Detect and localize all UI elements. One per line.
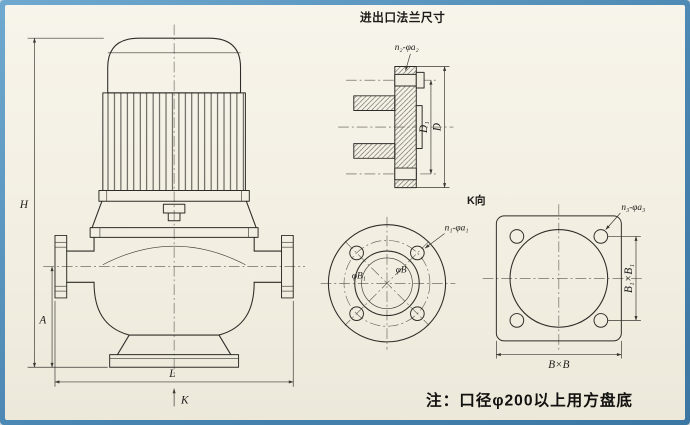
flange-bolt <box>415 71 425 89</box>
base-bolt-hole <box>509 229 525 244</box>
dim-phiB1-label: φB₁ <box>352 271 366 281</box>
bolt-hole <box>410 245 425 261</box>
bolt-hole <box>410 306 425 321</box>
flange-bolt-callout: n₂-φa₂ <box>395 43 419 53</box>
base-bolt-hole <box>593 229 609 244</box>
pump-front-view: H A L K <box>19 24 305 406</box>
motor <box>98 37 250 202</box>
bolt-hole <box>349 306 364 321</box>
pump-casing <box>89 227 259 368</box>
bolt-hole <box>349 245 364 261</box>
dimension-A: A <box>38 266 54 368</box>
base-bolt-callout: n₃-φa₃ <box>621 203 645 213</box>
pump-technical-drawing: H A L K 进出口法兰尺寸 <box>19 11 645 410</box>
suction-flange <box>54 234 95 299</box>
base-plate <box>109 354 240 368</box>
view-K-label: K <box>180 394 189 406</box>
dim-D-label: D <box>432 123 444 132</box>
raised-face <box>415 105 423 150</box>
dim-D1-label: D₁ <box>418 121 430 134</box>
base-bolt-hole <box>593 313 609 328</box>
dimension-L: L <box>54 300 294 387</box>
note-text: 注：口径φ200以上用方盘底 <box>426 390 633 409</box>
note-block: 注：口径φ200以上用方盘底 <box>426 390 633 409</box>
k-view-title: K向 <box>467 194 485 207</box>
dim-BxB-label: B×B <box>548 359 569 371</box>
dim-A-label: A <box>38 314 46 326</box>
base-square <box>495 215 622 342</box>
view-K-arrow: K <box>172 388 189 406</box>
dim-H-label: H <box>19 199 29 211</box>
motor-bracket <box>91 200 257 229</box>
dim-B1xB1-label: B₁×B₁ <box>623 264 635 293</box>
dim-phiB-label: φB <box>396 266 407 276</box>
dim-L-label: L <box>168 368 175 380</box>
flange-section-view: 进出口法兰尺寸 n₂-φa₂ D₁ D <box>338 11 454 189</box>
drawing-paper: H A L K 进出口法兰尺寸 <box>5 5 685 420</box>
dimension-H: H <box>19 37 108 368</box>
k-view-bolt-callout: n₁-φa₁ <box>445 224 469 234</box>
flange-section-title: 进出口法兰尺寸 <box>360 11 445 25</box>
motor-fins <box>102 92 246 192</box>
square-base-view: n₃-φa₃ B₁×B₁ B×B <box>482 203 645 371</box>
bolt-circle <box>343 240 431 327</box>
k-direction-view: K向 n₁-φa₁ φB₁ φB <box>320 194 486 350</box>
base-bolt-hole <box>509 313 525 328</box>
discharge-flange <box>253 234 294 299</box>
